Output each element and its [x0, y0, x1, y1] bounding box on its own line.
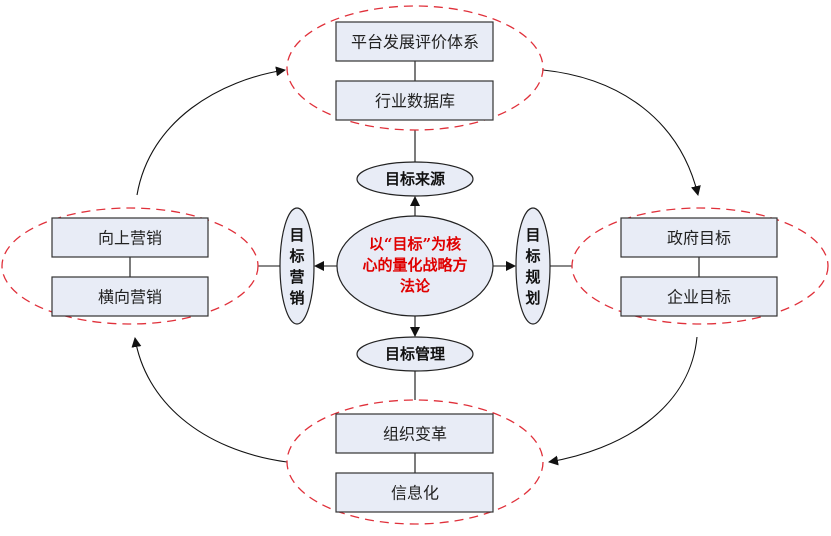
center-label: 心的量化战略方 [362, 256, 467, 274]
cycle-arrow-right-to-bottom [548, 336, 698, 466]
center-methodology [336, 215, 494, 317]
box-label: 企业目标 [667, 288, 731, 307]
box-informatization [335, 472, 494, 513]
box-label: 行业数据库 [375, 92, 455, 111]
box-label: 政府目标 [667, 229, 731, 248]
cycle-arrow-bottom-to-left [131, 337, 288, 463]
hub-label: 销 [289, 289, 304, 307]
box-industry-database [335, 80, 494, 121]
box-label: 平台发展评价体系 [351, 33, 479, 52]
cycle-arrow-left-to-top [136, 66, 286, 196]
hub-goal-source [356, 161, 474, 197]
box-government-goals [620, 217, 778, 258]
box-upward-marketing [51, 217, 209, 258]
hub-label: 规 [525, 268, 540, 286]
hub-label: 营 [289, 268, 304, 286]
box-label: 组织变革 [383, 425, 447, 444]
box-label: 向上营销 [98, 229, 162, 248]
hub-goal-planning [515, 207, 551, 325]
center-label: 以“目标”为核 [369, 235, 461, 253]
center-label: 法论 [400, 277, 431, 295]
hub-label: 划 [525, 289, 540, 307]
group-outline-left [1, 207, 259, 325]
hub-label: 目标管理 [385, 345, 445, 363]
group-outline-right [571, 207, 829, 325]
box-label: 横向营销 [98, 288, 162, 307]
hub-label: 目 [289, 226, 304, 244]
hub-label: 目 [525, 226, 540, 244]
box-enterprise-goals [620, 276, 778, 317]
hub-goal-marketing [279, 207, 315, 325]
hub-label: 标 [288, 247, 304, 265]
cycle-arrow-top-to-right [542, 69, 701, 196]
group-outline-bottom [286, 399, 544, 525]
box-label: 信息化 [391, 484, 439, 503]
box-platform-evaluation [335, 21, 494, 62]
hub-goal-management [356, 336, 474, 372]
hub-label: 标 [524, 247, 540, 265]
group-outline-top [286, 5, 544, 131]
hub-label: 目标来源 [385, 170, 445, 188]
box-organizational-change [335, 413, 494, 454]
box-horizontal-marketing [51, 276, 209, 317]
